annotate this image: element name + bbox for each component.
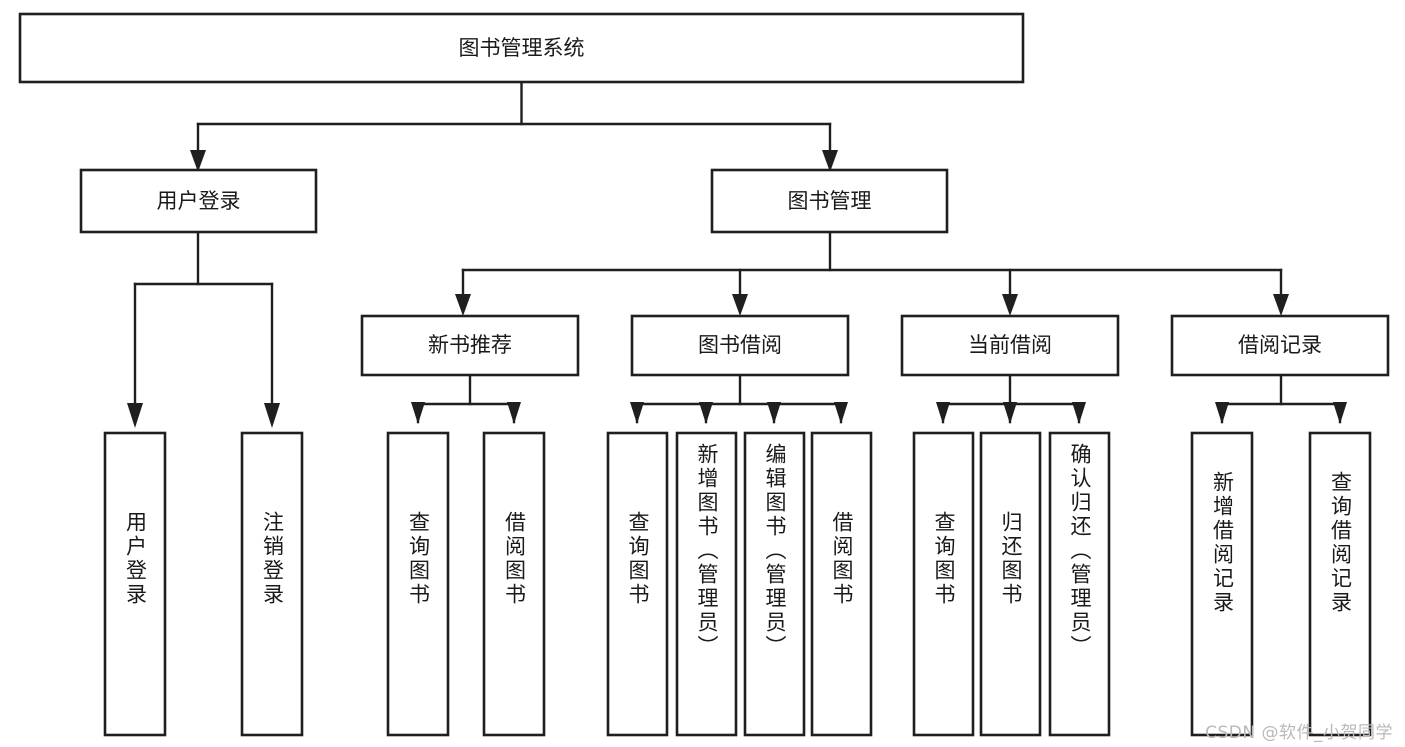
arrowhead-icon	[507, 402, 521, 424]
leaf-box-book-borrow-4[interactable]	[810, 431, 873, 737]
leaf-box-borrow-record-2[interactable]	[1308, 431, 1372, 737]
arrowhead-icon	[1273, 294, 1289, 316]
node-new-book-recommend[interactable]: 新书推荐	[360, 314, 580, 377]
node-book-borrow-box[interactable]	[630, 314, 850, 377]
leaf-box-borrow-record-1[interactable]	[1190, 431, 1254, 737]
leaf-box-current-borrow-3[interactable]	[1048, 431, 1111, 737]
arrowhead-icon	[127, 403, 143, 428]
arrowhead-icon	[630, 402, 644, 424]
node-root[interactable]: 图书管理系统	[18, 12, 1025, 84]
arrowhead-icon	[1072, 402, 1086, 424]
node-book-manage-label: 图书管理	[788, 189, 872, 213]
arrowhead-icon	[264, 403, 280, 428]
node-new-book-recommend-box[interactable]	[360, 314, 580, 377]
node-root-label: 图书管理系统	[459, 36, 585, 60]
arrowhead-icon	[834, 402, 848, 424]
arrowheads-group	[127, 150, 1347, 428]
node-new-book-recommend-label: 新书推荐	[428, 333, 512, 357]
node-borrow-record-box[interactable]	[1170, 314, 1390, 377]
leaf-box-book-borrow-3[interactable]	[743, 431, 806, 737]
arrowhead-icon	[732, 294, 748, 316]
leaf-box-new-book-2[interactable]	[482, 431, 546, 737]
arrowhead-icon	[699, 402, 713, 424]
node-book-borrow-label: 图书借阅	[698, 333, 782, 357]
node-book-manage-box[interactable]	[710, 168, 949, 234]
node-current-borrow[interactable]: 当前借阅	[900, 314, 1120, 377]
node-current-borrow-box[interactable]	[900, 314, 1120, 377]
arrowhead-icon	[411, 402, 425, 424]
nodes-group: 图书管理系统 用户登录 图书管理 新书推荐 图书借阅	[18, 12, 1390, 737]
arrowhead-icon	[1333, 402, 1347, 424]
leaf-box-user-login-1[interactable]	[103, 431, 167, 737]
arrowhead-icon	[822, 150, 838, 172]
leaf-box-current-borrow-2[interactable]	[979, 431, 1042, 737]
leaf-box-new-book-1[interactable]	[386, 431, 450, 737]
arrowhead-icon	[190, 150, 206, 172]
node-user-login-label: 用户登录	[157, 189, 241, 213]
node-current-borrow-label: 当前借阅	[968, 333, 1052, 357]
arrowhead-icon	[767, 402, 781, 424]
leaf-box-book-borrow-2[interactable]	[675, 431, 738, 737]
node-user-login[interactable]: 用户登录	[79, 168, 318, 234]
node-borrow-record-label: 借阅记录	[1238, 333, 1322, 357]
arrowhead-icon	[936, 402, 950, 424]
node-book-borrow[interactable]: 图书借阅	[630, 314, 850, 377]
csdn-watermark: CSDN @软件_小贺同学	[1205, 723, 1393, 743]
node-borrow-record[interactable]: 借阅记录	[1170, 314, 1390, 377]
arrowhead-icon	[1003, 402, 1017, 424]
node-book-manage[interactable]: 图书管理	[710, 168, 949, 234]
arrowhead-icon	[455, 294, 471, 316]
leaf-box-book-borrow-1[interactable]	[606, 431, 669, 737]
arrowhead-icon	[1002, 294, 1018, 316]
arrowhead-icon	[1215, 402, 1229, 424]
node-user-login-box[interactable]	[79, 168, 318, 234]
leaf-box-user-login-2[interactable]	[240, 431, 304, 737]
node-root-box[interactable]	[18, 12, 1025, 84]
leaf-box-current-borrow-1[interactable]	[912, 431, 975, 737]
